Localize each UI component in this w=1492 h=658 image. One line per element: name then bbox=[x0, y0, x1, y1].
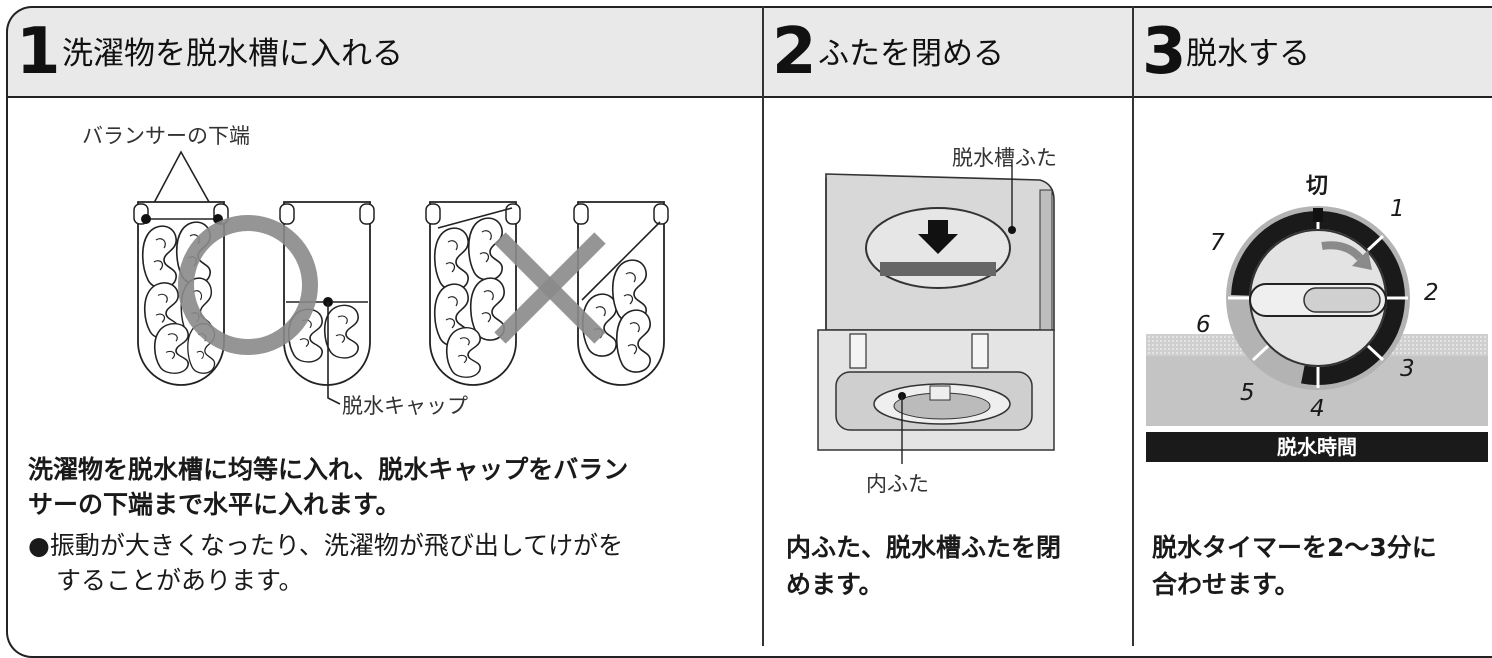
washer-lid-illustration bbox=[817, 166, 1055, 464]
step3-number: 3 bbox=[1142, 15, 1187, 89]
step1-instruction: サーの下端まで水平に入れます。 bbox=[28, 490, 401, 519]
cap-label: 脱水キャップ bbox=[342, 394, 468, 418]
timer-dial-illustration bbox=[1146, 206, 1488, 462]
dial-number-2: 2 bbox=[1424, 280, 1439, 306]
dial-number-3: 3 bbox=[1400, 356, 1415, 382]
step1-note: ●振動が大きくなったり、洗濯物が飛び出してけがを bbox=[28, 531, 624, 560]
dial-number-1: 1 bbox=[1390, 196, 1405, 222]
step2-title: ふたを閉める bbox=[818, 36, 1004, 72]
step2-header bbox=[763, 6, 1132, 98]
dial-number-4: 4 bbox=[1310, 396, 1325, 422]
column-divider bbox=[762, 6, 764, 646]
step2-instruction: 内ふた、脱水槽ふたを閉 bbox=[786, 533, 1062, 562]
column-divider bbox=[1132, 6, 1134, 646]
dial-number-6: 6 bbox=[1196, 312, 1211, 338]
step3-instruction: 脱水タイマーを2～3分に bbox=[1152, 533, 1437, 562]
step1-number: 1 bbox=[16, 15, 61, 89]
step2-instruction: めます。 bbox=[786, 570, 884, 599]
dial-caption: 脱水時間 bbox=[1277, 435, 1357, 459]
dial-off-label: 切 bbox=[1306, 174, 1329, 199]
inner-lid-label: 内ふた bbox=[866, 472, 929, 496]
dial-number-7: 7 bbox=[1210, 230, 1225, 256]
step1-note: することがあります。 bbox=[56, 566, 304, 595]
step1-header bbox=[8, 6, 762, 98]
laundry-tub-illustration bbox=[133, 150, 669, 405]
step1-title: 洗濯物を脱水槽に入れる bbox=[62, 36, 403, 72]
step3-title: 脱水する bbox=[1186, 36, 1310, 72]
balancer-label: バランサーの下端 bbox=[82, 124, 250, 148]
step1-instruction: 洗濯物を脱水槽に均等に入れ、脱水キャップをバラン bbox=[28, 455, 629, 484]
step2-number: 2 bbox=[772, 15, 817, 89]
step3-header bbox=[1133, 6, 1492, 98]
lid-label: 脱水槽ふた bbox=[952, 146, 1057, 170]
dial-number-5: 5 bbox=[1240, 380, 1255, 406]
step3-instruction: 合わせます。 bbox=[1152, 570, 1300, 599]
